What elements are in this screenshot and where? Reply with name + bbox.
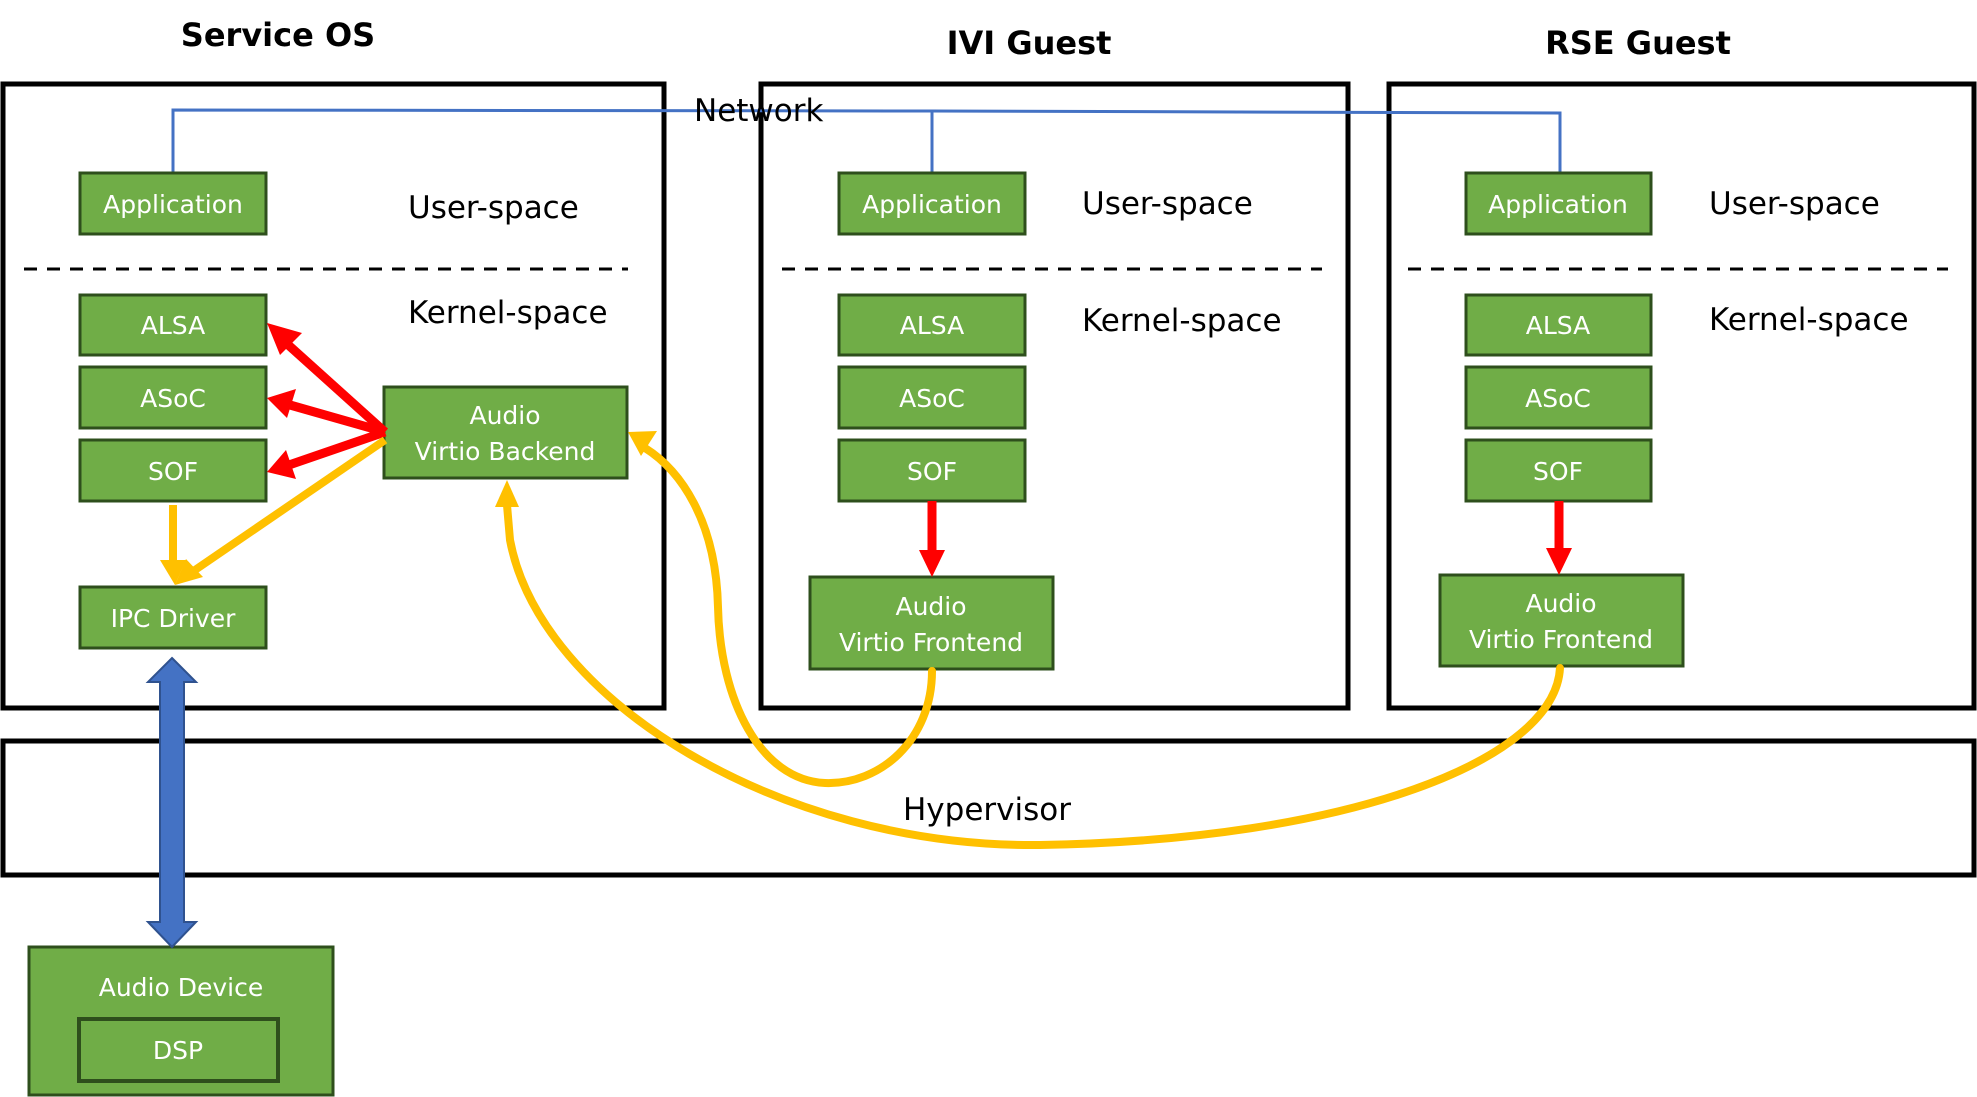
ivi-sof-box[interactable]: SOF	[837, 438, 1027, 503]
service-os-asoc-label: ASoC	[140, 384, 206, 413]
network-bus	[171, 108, 1562, 173]
rse-application-box[interactable]: Application	[1464, 171, 1653, 236]
ivi-frontend-label-line2: Virtio Frontend	[839, 628, 1023, 657]
backend-to-alsa-arrow	[267, 323, 389, 436]
service-os-sof-label: SOF	[148, 457, 198, 486]
network-label: Network	[694, 93, 823, 129]
ivi-asoc-box[interactable]: ASoC	[837, 365, 1027, 430]
rse-frontend-label-line2: Virtio Frontend	[1469, 625, 1653, 654]
backend-label-line2: Virtio Backend	[415, 437, 596, 466]
ipc-audio-device-arrow	[145, 656, 199, 949]
audio-virtio-backend-box[interactable]: Audio Virtio Backend	[382, 385, 629, 480]
rse-audio-virtio-frontend-box[interactable]: Audio Virtio Frontend	[1438, 573, 1685, 668]
ivi-frontend-label-line1: Audio	[895, 592, 966, 621]
service-os-kernel-space-label: Kernel-space	[408, 295, 608, 331]
audio-device-box[interactable]: Audio Device DSP	[27, 945, 335, 1097]
backend-to-asoc-arrow	[267, 389, 387, 437]
rse-sof-label: SOF	[1533, 457, 1583, 486]
ivi-guest-title: IVI Guest	[947, 24, 1112, 62]
ivi-sof-to-frontend-arrow	[919, 501, 945, 577]
rse-alsa-label: ALSA	[1526, 311, 1590, 340]
ivi-application-label: Application	[862, 190, 1002, 219]
rse-frontend-to-backend-curve	[495, 480, 1564, 850]
rse-asoc-label: ASoC	[1525, 384, 1591, 413]
dsp-box[interactable]: DSP	[77, 1017, 280, 1083]
rse-sof-box[interactable]: SOF	[1464, 438, 1653, 503]
rse-alsa-box[interactable]: ALSA	[1464, 293, 1653, 357]
ivi-alsa-label: ALSA	[900, 311, 964, 340]
service-os-title: Service OS	[181, 16, 375, 54]
service-os-application-box[interactable]: Application	[78, 171, 268, 236]
hypervisor-label: Hypervisor	[903, 792, 1071, 828]
rse-asoc-box[interactable]: ASoC	[1464, 365, 1653, 430]
service-os-frame	[0, 81, 667, 711]
ivi-asoc-label: ASoC	[899, 384, 965, 413]
ivi-application-box[interactable]: Application	[837, 171, 1027, 236]
service-os-alsa-box[interactable]: ALSA	[78, 293, 268, 357]
rse-guest-title: RSE Guest	[1545, 24, 1731, 62]
service-os-alsa-label: ALSA	[141, 311, 205, 340]
service-os-application-label: Application	[103, 190, 243, 219]
backend-label-line1: Audio	[469, 401, 540, 430]
dsp-label: DSP	[153, 1036, 203, 1065]
ivi-frontend-to-backend-curve	[628, 431, 936, 788]
rse-user-space-label: User-space	[1709, 186, 1880, 222]
sof-to-ipc-arrow	[160, 505, 186, 585]
ivi-alsa-box[interactable]: ALSA	[837, 293, 1027, 357]
ivi-kernel-space-label: Kernel-space	[1082, 303, 1282, 339]
ipc-driver-box[interactable]: IPC Driver	[78, 585, 268, 650]
rse-guest-frame	[1386, 81, 1977, 711]
ivi-guest-frame	[758, 81, 1351, 711]
network-line	[171, 108, 1562, 173]
ivi-user-space-label: User-space	[1082, 186, 1253, 222]
ivi-sof-label: SOF	[907, 457, 957, 486]
service-os-asoc-box[interactable]: ASoC	[78, 365, 268, 430]
rse-sof-to-frontend-arrow	[1546, 501, 1572, 575]
ipc-driver-label: IPC Driver	[111, 604, 237, 633]
rse-application-label: Application	[1488, 190, 1628, 219]
audio-device-label: Audio Device	[99, 973, 264, 1002]
ivi-audio-virtio-frontend-box[interactable]: Audio Virtio Frontend	[808, 575, 1055, 671]
backend-to-ipc-arrow	[175, 436, 388, 585]
rse-frontend-label-line1: Audio	[1525, 589, 1596, 618]
backend-to-sof-arrow	[267, 427, 387, 479]
service-os-sof-box[interactable]: SOF	[78, 438, 268, 503]
service-os-user-space-label: User-space	[408, 190, 579, 226]
rse-kernel-space-label: Kernel-space	[1709, 302, 1909, 338]
hypervisor-frame	[0, 738, 1977, 878]
